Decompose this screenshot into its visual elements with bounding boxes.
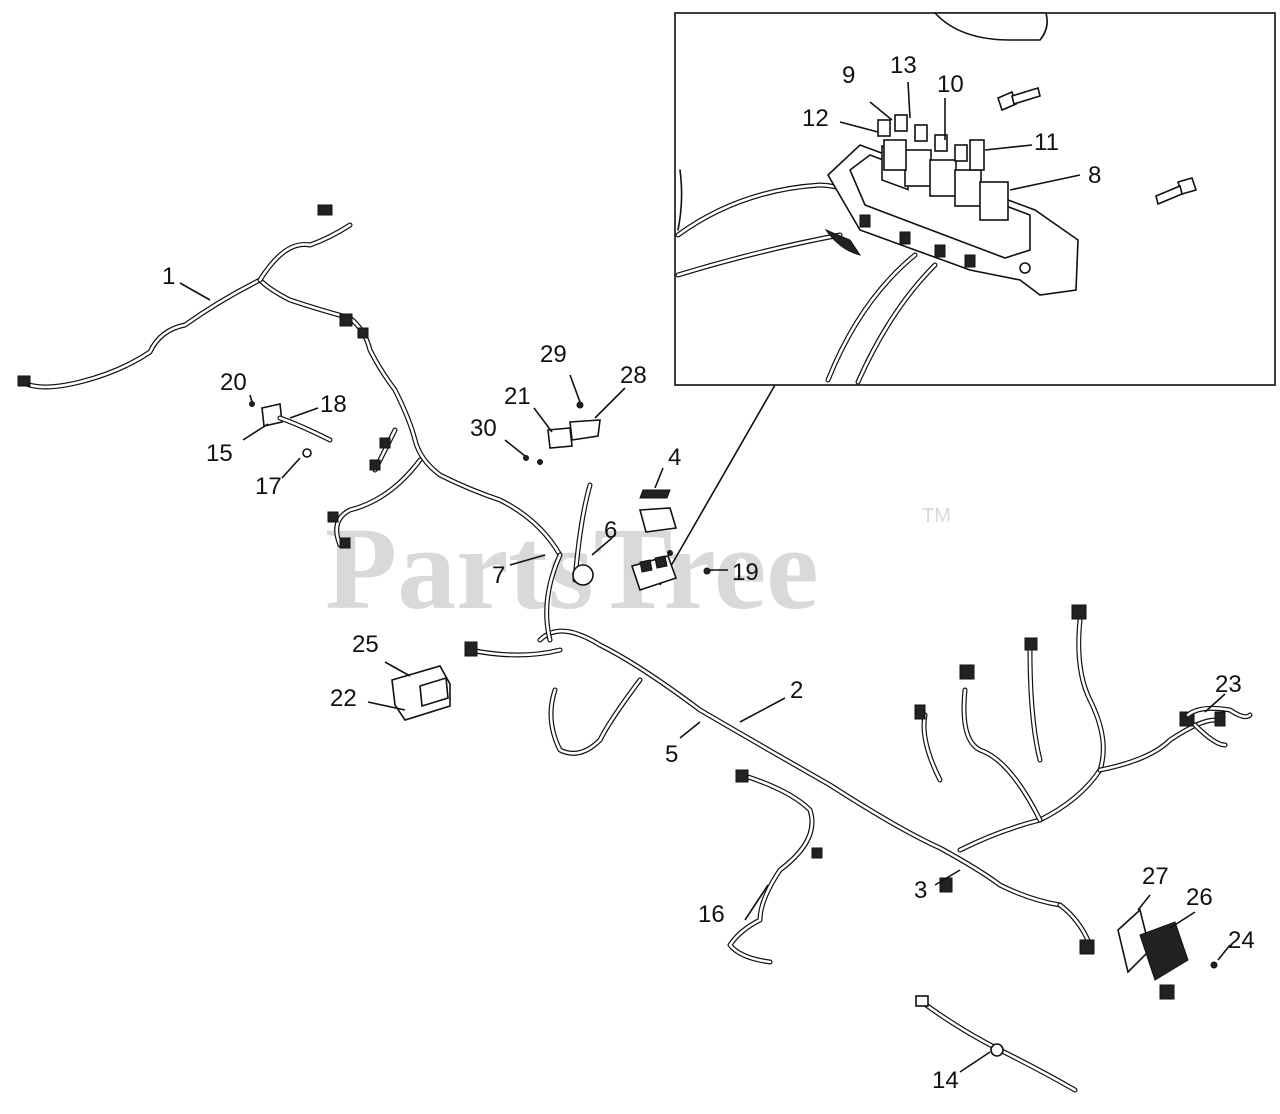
leader-lines [179,81,1231,1073]
callout-2: 2 [790,677,803,704]
callout-9: 9 [842,62,855,89]
watermark-trademark: TM [922,505,951,527]
bolt-icon [997,86,1041,112]
callout-17: 17 [255,473,282,500]
callout-10: 10 [937,71,964,98]
callout-20: 20 [220,369,247,396]
callout-22: 22 [330,685,357,712]
callout-28: 28 [620,362,647,389]
callout-6: 6 [604,517,617,544]
callout-11: 11 [1034,129,1059,156]
harness-1 [17,204,563,558]
fuse-block-6 [572,550,711,592]
callouts: 1 2 3 4 5 6 7 8 9 10 11 12 13 14 15 16 1… [162,52,1255,1094]
bracket-15 [249,401,333,458]
callout-3: 3 [914,877,927,904]
callout-27: 27 [1142,863,1169,890]
callout-13: 13 [890,52,917,79]
callout-18: 18 [320,391,347,418]
inset-detail-box [674,12,1276,386]
harness-23 [1185,705,1253,748]
callout-8: 8 [1088,162,1101,189]
callout-21: 21 [504,383,531,410]
callout-19: 19 [732,559,759,586]
callout-14: 14 [932,1067,959,1094]
callout-26: 26 [1186,884,1213,911]
switch-21 [523,401,601,465]
callout-30: 30 [470,415,497,442]
callout-7: 7 [492,562,505,589]
ecu-25 [391,665,451,721]
bolt-icon [1155,177,1198,206]
harness-14 [915,995,1078,1093]
callout-16: 16 [698,901,725,928]
callout-29: 29 [540,341,567,368]
callout-25: 25 [352,631,379,658]
fuse-cover-4 [638,489,678,533]
harness-2 [464,482,1226,955]
callout-4: 4 [668,444,681,471]
callout-15: 15 [206,440,233,467]
callout-12: 12 [802,105,829,132]
callout-1: 1 [162,263,175,290]
harness-16 [727,769,823,965]
callout-23: 23 [1215,671,1242,698]
callout-24: 24 [1228,927,1255,954]
watermark-text: PartsTree [325,503,819,634]
regulator-26 [1117,908,1218,1000]
callout-5: 5 [665,741,678,768]
